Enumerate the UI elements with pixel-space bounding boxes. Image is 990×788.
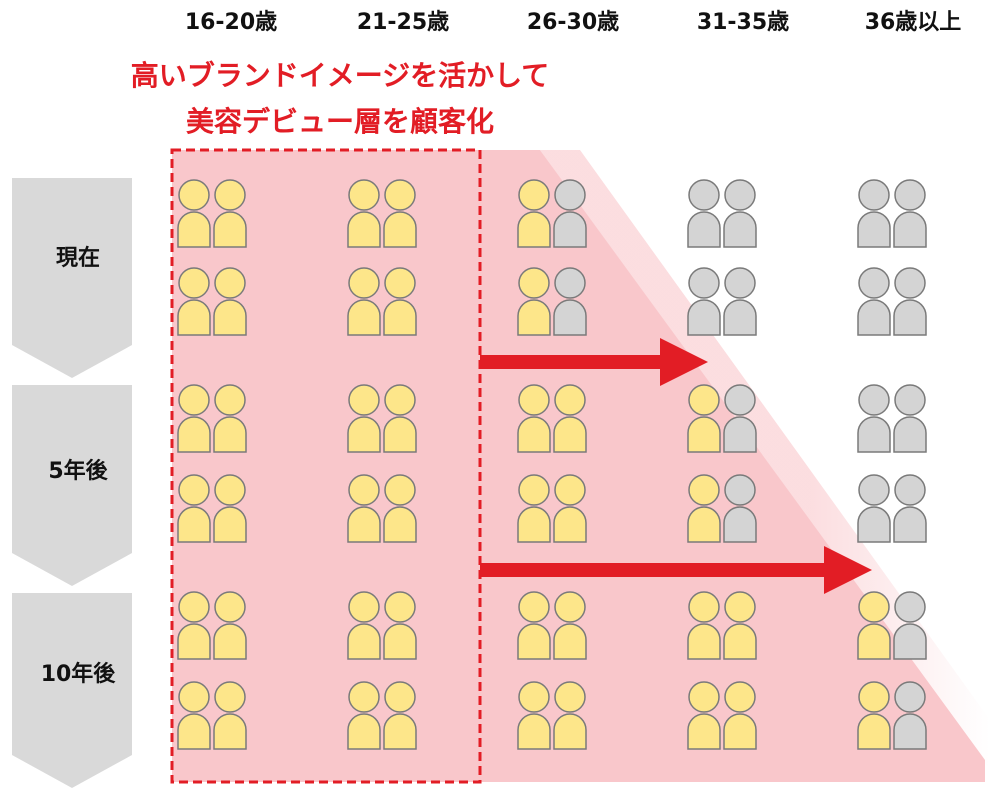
person-customer-icon: [347, 591, 381, 660]
person-customer-icon: [213, 474, 247, 543]
person-noncustomer-icon: [893, 179, 927, 248]
person-noncustomer-icon: [893, 591, 927, 660]
person-noncustomer-icon: [893, 681, 927, 750]
person-customer-icon: [687, 591, 721, 660]
people-grid: [177, 179, 927, 750]
person-customer-icon: [517, 681, 551, 750]
headline-line-2: 美容デビュー層を顧客化: [185, 105, 494, 138]
col-header-36-plus: 36歳以上: [864, 10, 962, 35]
focus-dashed-box: [170, 148, 482, 784]
person-customer-icon: [177, 474, 211, 543]
person-customer-icon: [213, 384, 247, 453]
person-noncustomer-icon: [857, 474, 891, 543]
phase-label-10-years: 10年後: [40, 662, 116, 687]
col-header-21-25: 21-25歳: [356, 10, 450, 35]
person-customer-icon: [553, 591, 587, 660]
person-customer-icon: [383, 384, 417, 453]
person-customer-icon: [517, 179, 551, 248]
person-noncustomer-icon: [857, 384, 891, 453]
person-noncustomer-icon: [857, 179, 891, 248]
col-header-31-35: 31-35歳: [696, 10, 790, 35]
person-customer-icon: [213, 179, 247, 248]
person-noncustomer-icon: [893, 267, 927, 336]
person-customer-icon: [553, 474, 587, 543]
person-noncustomer-icon: [893, 384, 927, 453]
person-customer-icon: [687, 681, 721, 750]
highlight-region-diagonal: [480, 150, 985, 782]
person-customer-icon: [347, 384, 381, 453]
person-customer-icon: [553, 384, 587, 453]
phase-arrow-5-years: [12, 385, 132, 586]
person-customer-icon: [553, 681, 587, 750]
person-customer-icon: [687, 384, 721, 453]
person-customer-icon: [383, 267, 417, 336]
person-noncustomer-icon: [723, 474, 757, 543]
person-noncustomer-icon: [723, 267, 757, 336]
person-noncustomer-icon: [857, 267, 891, 336]
person-noncustomer-icon: [553, 267, 587, 336]
person-customer-icon: [723, 681, 757, 750]
phase-arrow-10-years: [12, 593, 132, 788]
person-customer-icon: [347, 267, 381, 336]
person-customer-icon: [213, 591, 247, 660]
person-noncustomer-icon: [687, 267, 721, 336]
person-customer-icon: [383, 179, 417, 248]
col-header-16-20: 16-20歳: [184, 10, 278, 35]
person-customer-icon: [177, 384, 211, 453]
phase-arrow-current: [12, 178, 132, 378]
person-customer-icon: [517, 591, 551, 660]
headline-line-1: 高いブランドイメージを活かして: [130, 59, 550, 92]
person-customer-icon: [347, 179, 381, 248]
phase-label-5-years: 5年後: [48, 459, 108, 484]
person-customer-icon: [177, 179, 211, 248]
person-noncustomer-icon: [553, 179, 587, 248]
person-customer-icon: [383, 591, 417, 660]
person-noncustomer-icon: [723, 384, 757, 453]
person-noncustomer-icon: [893, 474, 927, 543]
person-customer-icon: [347, 474, 381, 543]
person-customer-icon: [517, 267, 551, 336]
person-customer-icon: [177, 681, 211, 750]
col-header-26-30: 26-30歳: [526, 10, 620, 35]
person-customer-icon: [213, 681, 247, 750]
phase-label-current: 現在: [55, 246, 100, 271]
migration-arrow-1: [480, 338, 708, 386]
migration-arrow-2: [480, 546, 872, 594]
person-noncustomer-icon: [723, 179, 757, 248]
person-customer-icon: [517, 384, 551, 453]
person-customer-icon: [857, 681, 891, 750]
person-customer-icon: [177, 267, 211, 336]
person-customer-icon: [347, 681, 381, 750]
person-noncustomer-icon: [687, 179, 721, 248]
person-customer-icon: [383, 681, 417, 750]
person-customer-icon: [857, 591, 891, 660]
person-customer-icon: [723, 591, 757, 660]
person-customer-icon: [177, 591, 211, 660]
person-customer-icon: [383, 474, 417, 543]
person-customer-icon: [213, 267, 247, 336]
person-customer-icon: [687, 474, 721, 543]
person-customer-icon: [517, 474, 551, 543]
